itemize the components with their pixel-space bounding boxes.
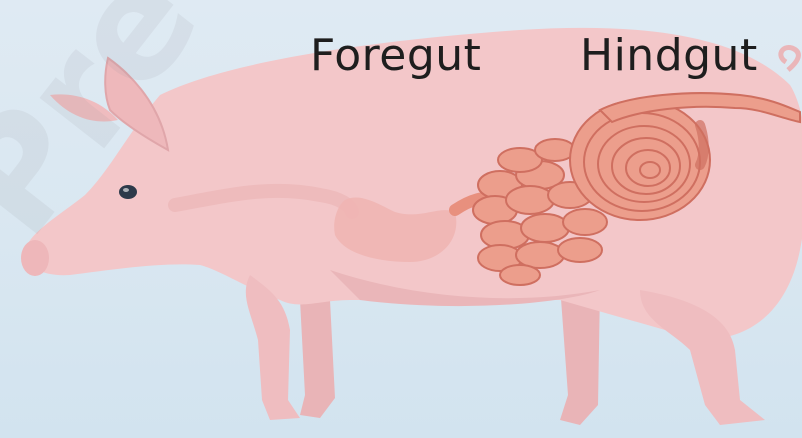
colon-spiral (570, 100, 710, 220)
hindgut-label: Hindgut (580, 34, 758, 78)
pig-eye (119, 185, 137, 199)
foregut-label: Foregut (310, 34, 481, 78)
pig-tail (781, 47, 799, 70)
pig-snout (21, 240, 49, 276)
far-front-leg (300, 300, 335, 418)
